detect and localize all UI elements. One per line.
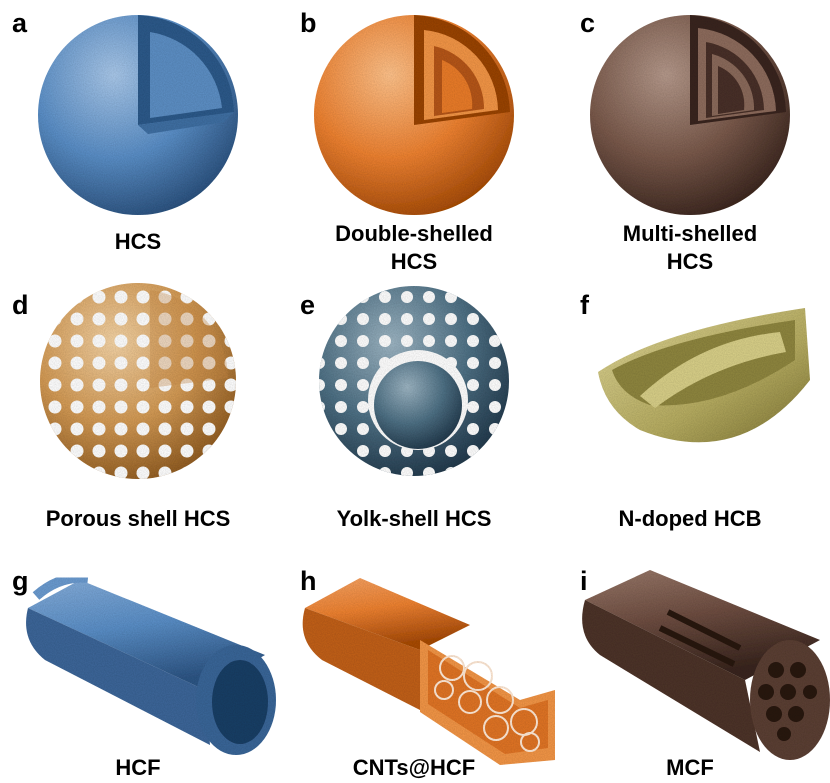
- panel-label-g: g: [12, 568, 29, 595]
- caption-h: CNTs@HCF: [284, 754, 544, 782]
- porous-sphere-illustration: [40, 283, 236, 479]
- yolk-shell-sphere-illustration: [319, 286, 509, 476]
- hollow-bowl-illustration: [598, 308, 810, 442]
- panel-label-c: c: [580, 10, 595, 37]
- caption-i: MCF: [560, 754, 820, 782]
- multi-shelled-sphere-illustration: [590, 15, 790, 215]
- caption-e: Yolk-shell HCS: [284, 505, 544, 533]
- panel-label-d: d: [12, 292, 29, 319]
- caption-d: Porous shell HCS: [8, 505, 268, 533]
- cnt-filled-fiber-illustration: [303, 578, 555, 765]
- multichannel-fiber-illustration: [582, 570, 830, 760]
- panel-label-i: i: [580, 568, 588, 595]
- panel-label-f: f: [580, 292, 589, 319]
- caption-g: HCF: [8, 754, 268, 782]
- panel-label-e: e: [300, 292, 315, 319]
- caption-a: HCS: [8, 228, 268, 256]
- caption-f: N-doped HCB: [560, 505, 820, 533]
- hollow-sphere-illustration: [38, 15, 238, 215]
- hollow-fiber-illustration: [26, 578, 276, 755]
- panel-label-b: b: [300, 10, 317, 37]
- panel-label-h: h: [300, 568, 317, 595]
- panel-label-a: a: [12, 10, 27, 37]
- double-shelled-sphere-illustration: [314, 15, 514, 215]
